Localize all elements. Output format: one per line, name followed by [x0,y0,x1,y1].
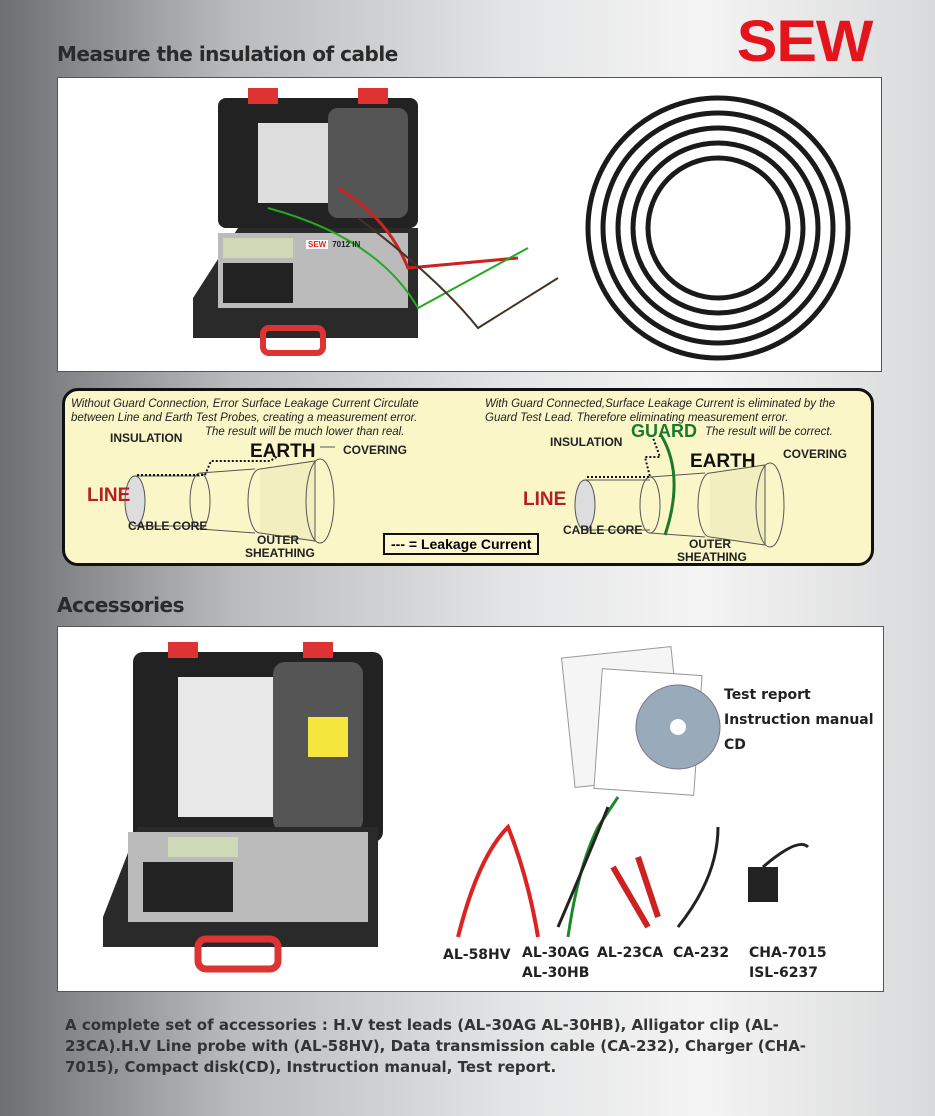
left-caption-2: The result will be much lower than real. [205,426,405,438]
guard-diagram: Without Guard Connection, Error Surface … [62,388,874,566]
label-guard: GUARD [631,421,697,441]
label-sheathing-r: SHEATHING [677,550,747,564]
tester-brand-mark: SEW [306,240,329,249]
right-caption-2: The result will be correct. [705,426,833,438]
label-cha-7015: CHA-7015 ISL-6237 [749,945,827,981]
accessories-images [103,642,810,973]
label-outer: OUTER [257,533,299,547]
section-title-accessories: Accessories [57,593,185,617]
label-cd: CD [724,737,746,753]
label-ca-232: CA-232 [673,945,730,961]
label-earth-r: EARTH [690,451,756,472]
label-insulation-r: INSULATION [550,435,623,449]
tester-cable-photo [193,88,851,361]
label-outer-r: OUTER [689,537,731,551]
label-earth: EARTH [250,441,316,462]
leakage-legend: --- = Leakage Current [383,533,540,555]
label-line-r: LINE [523,489,567,510]
right-caption: With Guard Connected,Surface Leakage Cur… [485,398,836,424]
label-al-58hv: AL-58HV [443,947,511,963]
label-insulation: INSULATION [110,431,183,445]
section-title-measure: Measure the insulation of cable [57,42,398,66]
measure-photo: SEW 7012 IN [57,77,882,372]
tester-model-label: 7012 IN [332,240,361,249]
label-instruction-manual: Instruction manual [724,712,874,728]
tester-model-badge: SEW 7012 IN [306,240,360,249]
label-test-report: Test report [724,687,811,703]
docs-labels: Test report Instruction manual CD [724,685,874,755]
accessories-description: A complete set of accessories : H.V test… [65,1016,807,1076]
label-cable-core: CABLE CORE [128,519,208,533]
label-cable-core-r: CABLE CORE [563,523,643,537]
cable-drawings [124,434,785,548]
label-line: LINE [87,485,131,506]
sew-logo: SEW [736,9,874,74]
accessories-photo: Test report Instruction manual CD AL-58H… [57,626,884,992]
left-caption: Without Guard Connection, Error Surface … [71,398,419,424]
label-covering-r: COVERING [783,447,848,461]
label-covering: COVERING [343,443,408,457]
label-sheathing: SHEATHING [245,546,315,560]
label-al-23ca: AL-23CA [597,945,664,961]
label-al-30ag: AL-30AG AL-30HB [522,945,590,981]
